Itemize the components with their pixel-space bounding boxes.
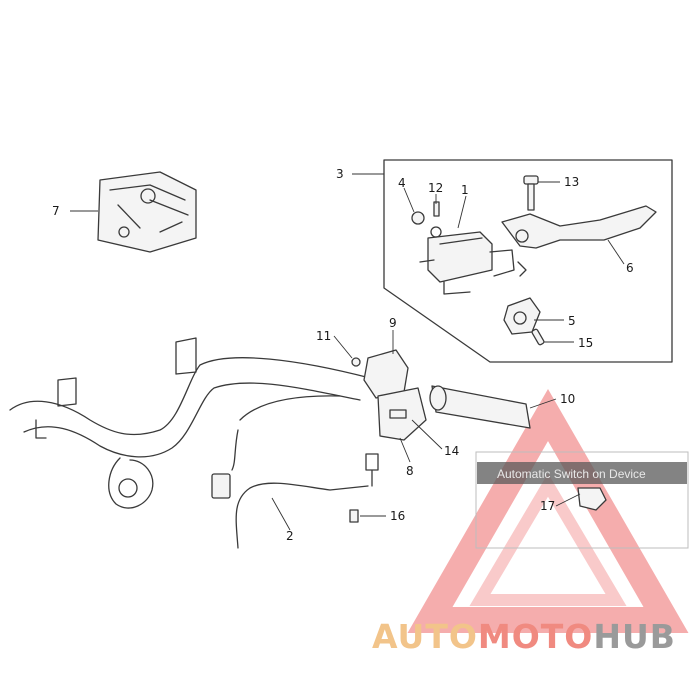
group-bracket-3 <box>383 159 673 363</box>
callout-11: 11 <box>316 329 331 343</box>
wm-moto: MOTO <box>478 617 593 656</box>
callout-13: 13 <box>564 175 579 189</box>
part-11-screw <box>351 357 361 367</box>
part-12-screw <box>433 201 440 217</box>
part-7-bracket <box>97 171 197 253</box>
inset-box <box>475 451 689 549</box>
callout-14: 14 <box>444 444 459 458</box>
part-15-bolt <box>531 328 545 346</box>
watermark-logo <box>407 388 689 633</box>
wm-hub: HUB <box>593 617 676 656</box>
inset-title: Automatic Switch on Device <box>497 467 646 481</box>
callout-2: 2 <box>286 529 294 543</box>
callout-17: 17 <box>540 499 555 513</box>
callout-9: 9 <box>389 316 397 330</box>
part-8-switch-lower <box>377 387 427 441</box>
callout-5: 5 <box>568 314 576 328</box>
wm-auto: AUTO <box>372 617 478 656</box>
leader-lines <box>70 173 625 531</box>
part-4-nut <box>411 211 425 225</box>
svg-text:AUTOMOTOHUB: AUTOMOTOHUB <box>372 617 676 656</box>
watermark-wordmark: AUTOMOTOHUB <box>372 617 676 656</box>
callout-8: 8 <box>406 464 414 478</box>
part-16-screw <box>349 509 359 523</box>
callout-3: 3 <box>336 167 344 181</box>
part-5-clamp <box>503 297 541 335</box>
callout-15: 15 <box>578 336 593 350</box>
callout-16: 16 <box>390 509 405 523</box>
callout-12: 12 <box>428 181 443 195</box>
callout-6: 6 <box>626 261 634 275</box>
callout-10: 10 <box>560 392 575 406</box>
callout-labels: 3 4 12 1 13 6 7 5 15 11 9 10 14 8 2 16 1… <box>52 167 634 543</box>
part-1-master-cylinder <box>419 226 515 295</box>
callout-7: 7 <box>52 204 60 218</box>
handlebar <box>9 337 401 509</box>
callout-4: 4 <box>398 176 406 190</box>
part-10-grip <box>429 385 531 429</box>
part-13-pin <box>523 175 539 211</box>
part-6-brake-lever <box>501 205 657 277</box>
part-2-cable <box>211 395 379 549</box>
callout-1: 1 <box>461 183 469 197</box>
